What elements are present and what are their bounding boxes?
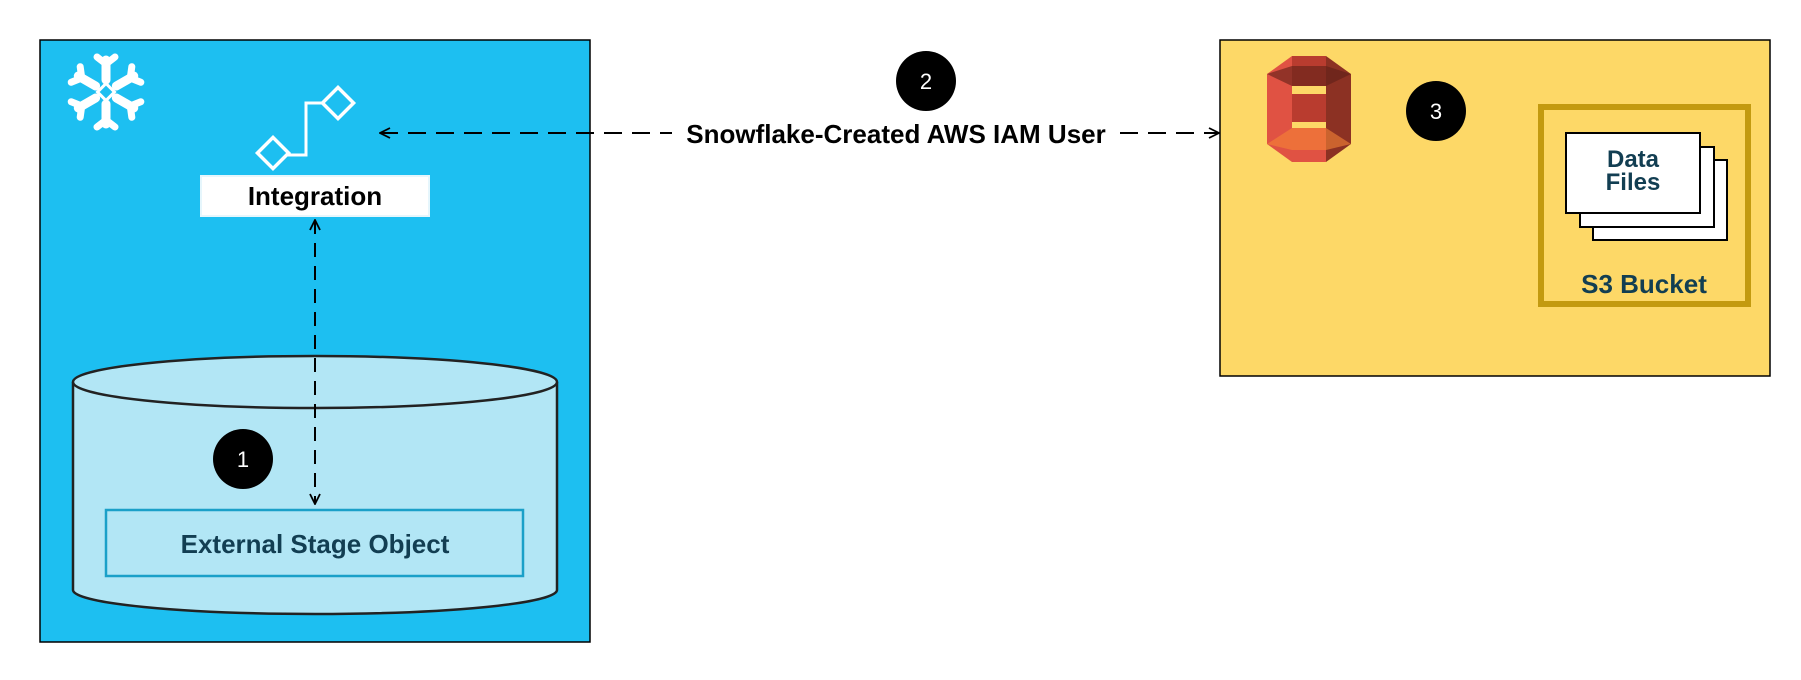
data-files-label-line1: Data [1607, 146, 1660, 173]
data-files-label-line2: Files [1606, 169, 1661, 196]
aws-s3-icon [1267, 56, 1351, 162]
iam-user-connector: Snowflake-Created AWS IAM User [380, 119, 1219, 149]
step-badge-3: 3 [1406, 81, 1466, 141]
s3-bucket-label: S3 Bucket [1581, 269, 1707, 299]
step-badge-1-label: 1 [237, 447, 249, 472]
external-stage-node: External Stage Object [104, 508, 525, 578]
step-badge-2-label: 2 [920, 69, 932, 94]
snowflake-icon [67, 53, 145, 131]
data-files-stack: Data Files [1565, 132, 1728, 241]
step-badge-1: 1 [213, 429, 273, 489]
external-stage-label: External Stage Object [181, 529, 450, 559]
integration-node: Integration [200, 175, 430, 217]
step-badge-3-label: 3 [1430, 99, 1442, 124]
integration-icon [254, 84, 357, 172]
snowflake-panel: Integration External Stage Object 1 [39, 39, 591, 643]
step-badge-2: 2 [896, 51, 956, 111]
aws-panel: 3 Data Files S3 Bucket [1219, 39, 1771, 377]
iam-user-label: Snowflake-Created AWS IAM User [686, 119, 1105, 149]
integration-label: Integration [248, 181, 382, 211]
s3-bucket: Data Files S3 Bucket [1538, 104, 1751, 307]
